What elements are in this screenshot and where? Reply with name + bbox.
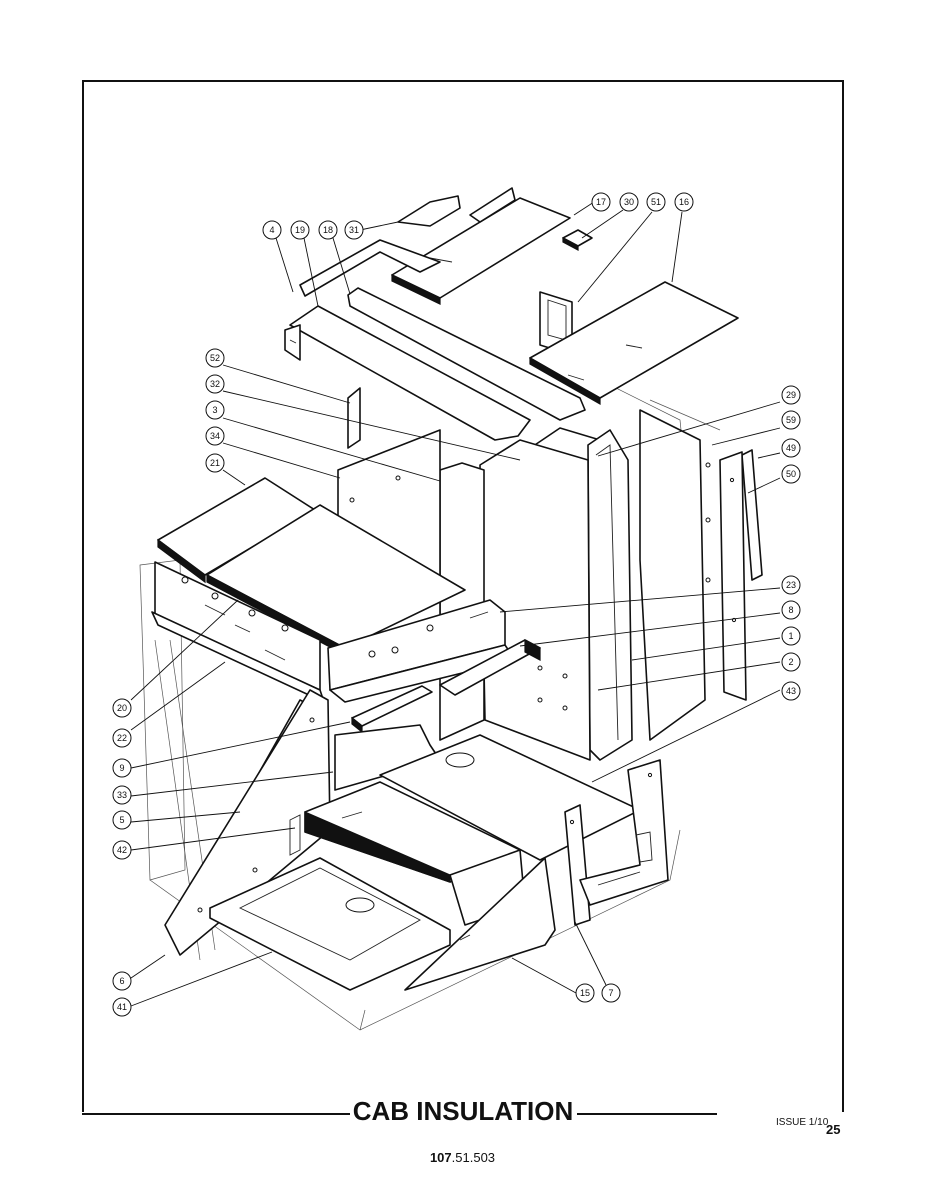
- callout-20: 20: [112, 698, 132, 718]
- roof-panel-16: [529, 281, 739, 406]
- callout-label: 51: [651, 197, 661, 207]
- callout-label: 15: [580, 988, 590, 998]
- title-rule-right: [577, 1113, 717, 1115]
- callout-51: 51: [646, 192, 666, 212]
- callout-label: 2: [788, 657, 793, 667]
- callout-43: 43: [781, 681, 801, 701]
- callout-41: 41: [112, 997, 132, 1017]
- callout-21: 21: [205, 453, 225, 473]
- document-number-bold: 107: [429, 1150, 452, 1165]
- roof-rail-19: [284, 305, 531, 441]
- callout-30: 30: [619, 192, 639, 212]
- strip-49: [741, 449, 763, 581]
- callout-label: 16: [679, 197, 689, 207]
- callout-label: 43: [786, 686, 796, 696]
- leader-lines: [130, 201, 781, 1007]
- floor-hump-42: [289, 781, 526, 926]
- callout-label: 6: [119, 976, 124, 986]
- rear-wall-1: [587, 429, 633, 761]
- title-row: CAB INSULATION: [82, 1092, 732, 1136]
- callout-label: 33: [117, 790, 127, 800]
- callout-label: 23: [786, 580, 796, 590]
- callout-17: 17: [591, 192, 611, 212]
- seat-box-side-23: [327, 599, 516, 703]
- callout-label: 52: [210, 353, 220, 363]
- floor-wedge-15: [404, 857, 556, 991]
- callout-34: 34: [205, 426, 225, 446]
- callout-9: 9: [112, 758, 132, 778]
- callout-33: 33: [112, 785, 132, 805]
- callout-label: 1: [788, 631, 793, 641]
- callout-label: 32: [210, 379, 220, 389]
- roof-rail-18: [347, 287, 586, 421]
- callout-label: 34: [210, 431, 220, 441]
- callout-15: 15: [575, 983, 595, 1003]
- callout-7: 7: [601, 983, 621, 1003]
- callout-label: 59: [786, 415, 796, 425]
- callout-1: 1: [781, 626, 801, 646]
- callout-label: 21: [210, 458, 220, 468]
- callout-label: 31: [349, 225, 359, 235]
- page-number: 25: [826, 1122, 841, 1137]
- callout-49: 49: [781, 438, 801, 458]
- callout-label: 7: [608, 988, 613, 998]
- rear-floor-bracket-7: [564, 759, 669, 926]
- center-panel-3: [439, 462, 485, 741]
- callout-label: 18: [323, 225, 333, 235]
- callout-6: 6: [112, 971, 132, 991]
- callout-2: 2: [781, 652, 801, 672]
- callout-4: 4: [262, 220, 282, 240]
- page-title: CAB INSULATION: [352, 1096, 574, 1126]
- callout-label: 9: [119, 763, 124, 773]
- callout-label: 50: [786, 469, 796, 479]
- callout-label: 3: [212, 405, 217, 415]
- roof-insert-31: [397, 195, 461, 227]
- side-panel-6: [164, 689, 331, 956]
- callout-42: 42: [112, 840, 132, 860]
- callout-23: 23: [781, 575, 801, 595]
- callout-16: 16: [674, 192, 694, 212]
- document-number: 107.51.503: [0, 1150, 925, 1165]
- callout-label: 42: [117, 845, 127, 855]
- roof-panel-17: [391, 197, 571, 305]
- roof-block-30: [562, 229, 593, 251]
- callout-50: 50: [781, 464, 801, 484]
- callout-18: 18: [318, 220, 338, 240]
- callout-label: 30: [624, 197, 634, 207]
- callout-5: 5: [112, 810, 132, 830]
- callout-label: 17: [596, 197, 606, 207]
- issue-label: ISSUE 1/10: [776, 1117, 829, 1128]
- callout-label: 41: [117, 1002, 127, 1012]
- callout-label: 20: [117, 703, 127, 713]
- seat-rail-8: [439, 639, 541, 696]
- rear-panel-2: [479, 439, 591, 761]
- callout-label: 22: [117, 733, 127, 743]
- callout-31: 31: [344, 220, 364, 240]
- callout-52: 52: [205, 348, 225, 368]
- callout-19: 19: [290, 220, 310, 240]
- seat-rail-9: [351, 685, 433, 734]
- callout-label: 19: [295, 225, 305, 235]
- callout-label: 29: [786, 390, 796, 400]
- side-panel-59: [639, 409, 711, 741]
- roof-trim-top: [299, 187, 516, 297]
- callout-32: 32: [205, 374, 225, 394]
- diagram-frame: [82, 80, 844, 1112]
- callout-label: 8: [788, 605, 793, 615]
- callout-22: 22: [112, 728, 132, 748]
- floor-mat-41: [209, 857, 451, 991]
- callout-8: 8: [781, 600, 801, 620]
- document-number-rest: .51.503: [451, 1150, 496, 1165]
- callout-label: 49: [786, 443, 796, 453]
- callout-29: 29: [781, 385, 801, 405]
- callout-label: 5: [119, 815, 124, 825]
- callout-label: 4: [269, 225, 274, 235]
- title-rule-left: [82, 1113, 350, 1115]
- strip-50: [719, 451, 747, 701]
- callout-3: 3: [205, 400, 225, 420]
- pillar-panel-52: [347, 387, 361, 449]
- callout-59: 59: [781, 410, 801, 430]
